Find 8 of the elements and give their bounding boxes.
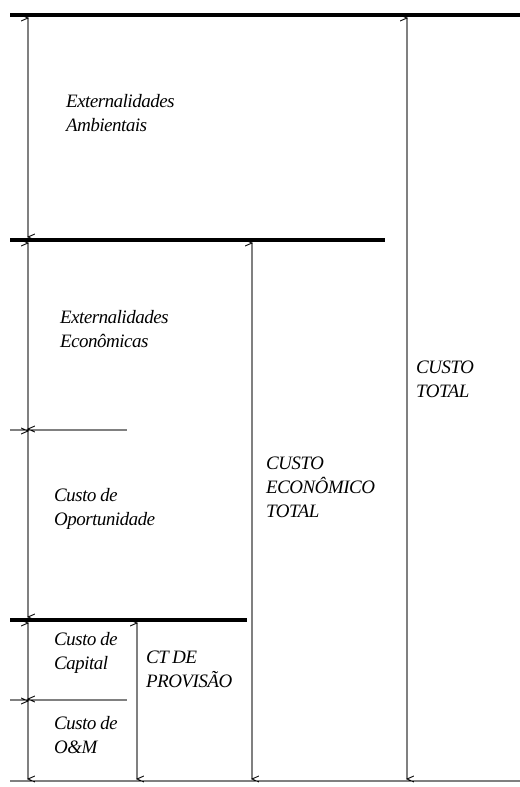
- dimension-label: CUSTO ECONÔMICO TOTAL: [266, 452, 376, 524]
- dimension-label: Externalidades Ambientais: [66, 90, 176, 138]
- dimension-label: CT DE PROVISÃO: [146, 646, 233, 694]
- dimension-label: Custo de Oportunidade: [54, 484, 156, 532]
- dimension-label: Custo de Capital: [54, 628, 118, 676]
- dimension-label: CUSTO TOTAL: [416, 356, 474, 404]
- dimension-label: Custo de O&M: [54, 712, 118, 760]
- dimension-label: Externalidades Econômicas: [60, 306, 170, 354]
